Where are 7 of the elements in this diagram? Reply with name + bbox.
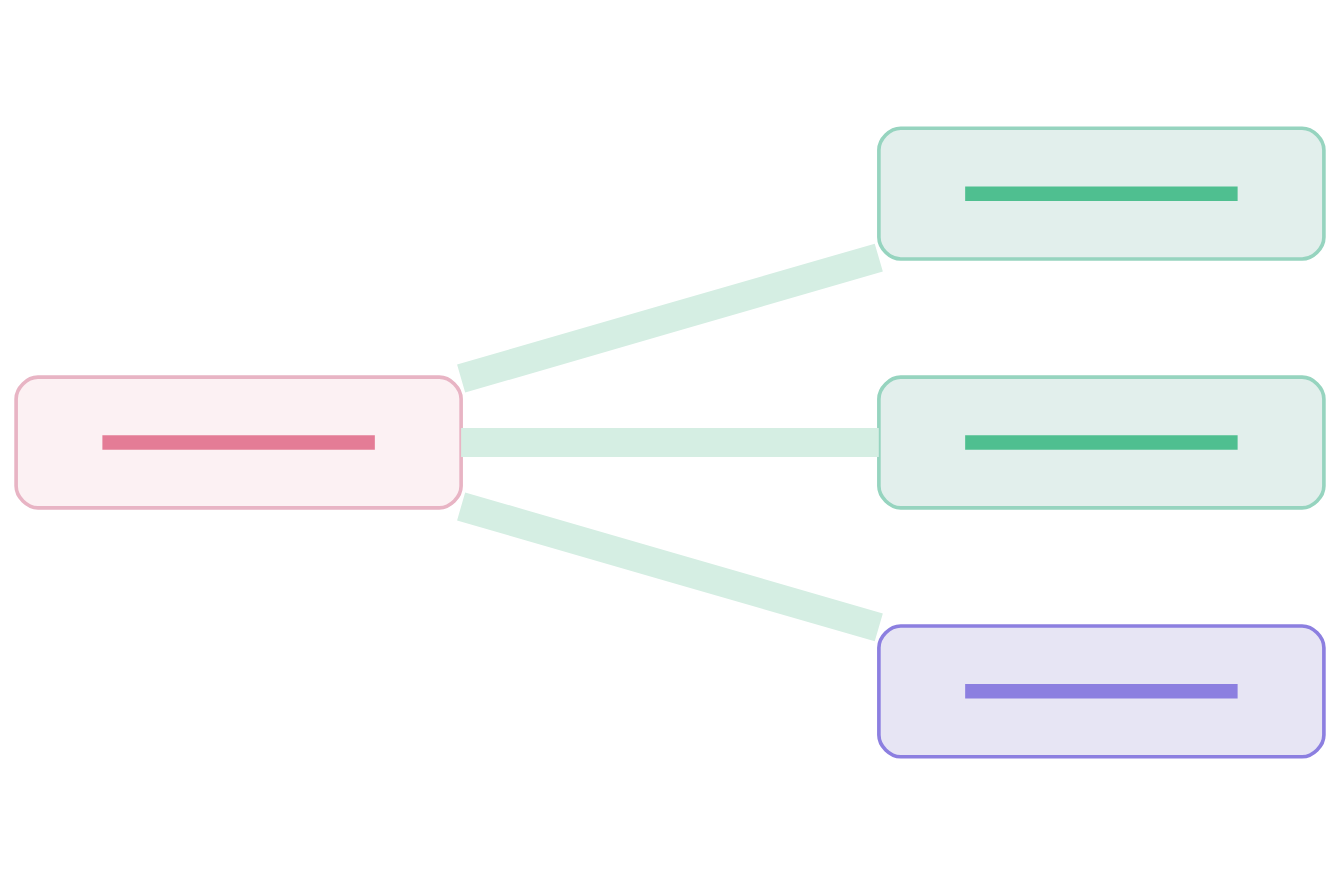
connector (461, 427, 879, 457)
node-box (877, 374, 1326, 510)
node-box (877, 125, 1326, 261)
connector (457, 243, 883, 393)
node-box (14, 374, 463, 510)
node-box (877, 623, 1326, 759)
connector (457, 491, 883, 641)
